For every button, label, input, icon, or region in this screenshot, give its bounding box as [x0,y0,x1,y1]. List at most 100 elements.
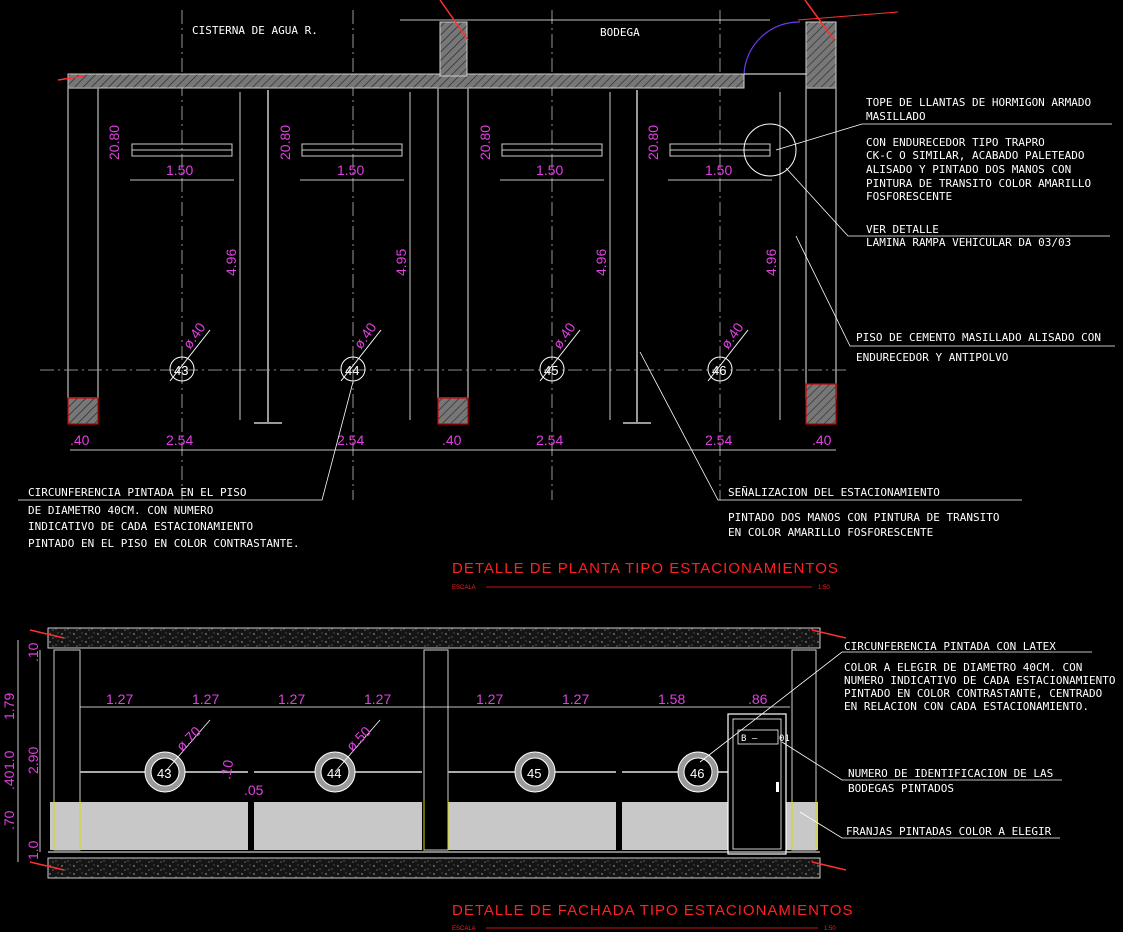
plan-columns [67,87,837,425]
elev-left-dim-2: 1.79 [1,693,17,720]
note-piso-2: ENDURECEDOR Y ANTIPOLVO [856,351,1008,364]
height-dim-1: 20.80 [106,125,122,160]
elevation-title: DETALLE DE FACHADA TIPO ESTACIONAMIENTOS [452,902,853,919]
bay-dim-3: 1.50 [536,162,563,178]
elev-spot-46: 46 [690,766,704,781]
enote-c-1: CIRCUNFERENCIA PINTADA CON LATEX [844,640,1056,653]
enote-n-2: BODEGAS PINTADOS [848,782,954,795]
enote-c-5: EN RELACION CON CADA ESTACIONAMIENTO. [844,700,1089,713]
bottom-dim-4: .40 [442,432,462,448]
length-dim-4: 4.96 [763,249,779,276]
note-circ-1: CIRCUNFERENCIA PINTADA EN EL PISO [28,486,247,499]
plan-diam-1: ø.40 [179,319,208,351]
note-tope-6: PINTURA DE TRANSITO COLOR AMARILLO [866,177,1091,190]
elev-spot-44: 44 [327,766,341,781]
note-tope-1: TOPE DE LLANTAS DE HORMIGON ARMADO [866,96,1091,109]
elev-small-dim-2: .05 [244,782,264,798]
elev-diam-2: ø.50 [343,723,374,754]
bay-dim-4: 1.50 [705,162,732,178]
elev-leaders [699,651,1092,839]
elev-top-dim-1: 1.27 [106,691,133,707]
elev-columns [53,649,817,851]
elev-left-dim-7: 1.0 [25,840,41,860]
room-storage: BODEGA [600,26,640,39]
note-tope-5: ALISADO Y PINTADO DOS MANOS CON [866,163,1071,176]
bottom-dim-7: .40 [812,432,832,448]
bottom-dim-5: 2.54 [536,432,563,448]
wall-stub [439,21,468,77]
plan-notes: TOPE DE LLANTAS DE HORMIGON ARMADO MASIL… [28,96,1101,550]
note-sen-2: PINTADO DOS MANOS CON PINTURA DE TRANSIT… [728,511,1000,524]
note-tope-3: CON ENDURECEDOR TIPO TRAPRO [866,136,1045,149]
enote-n-1: NUMERO DE IDENTIFICACION DE LAS [848,767,1053,780]
elev-left-dim-1: .10 [25,642,41,662]
plan-diam-4: ø.40 [717,319,746,351]
note-tope-4: CK-C O SIMILAR, ACABADO PALETEADO [866,149,1085,162]
elevation-scale-label: ESCALA [452,926,476,932]
enote-c-4: PINTADO EN COLOR CONTRASTANTE, CENTRADO [844,687,1102,700]
door-tag-box [737,729,779,745]
enote-c-3: NUMERO INDICATIVO DE CADA ESTACIONAMIENT… [844,674,1116,687]
bay-dim-lines [70,92,836,451]
elevation-scale-value: 1:50 [824,926,836,932]
note-circ-3: INDICATIVO DE CADA ESTACIONAMIENTO [28,520,253,533]
bottom-dim-3: 2.54 [337,432,364,448]
note-tope-2: MASILLADO [866,110,926,123]
note-circ-2: DE DIAMETRO 40CM. CON NUMERO [28,504,213,517]
bottom-dim-6: 2.54 [705,432,732,448]
storage-door [727,713,787,855]
plan-spot-46: 46 [712,363,726,378]
length-dim-2: 4.95 [393,249,409,276]
wall-stub-right [805,21,837,89]
plan-spot-44: 44 [345,363,359,378]
top-slab [67,73,745,89]
note-ver-1: VER DETALLE [866,223,939,236]
bay-dim-1: 1.50 [166,162,193,178]
elevation-notes: CIRCUNFERENCIA PINTADA CON LATEX COLOR A… [844,640,1116,838]
bottom-dim-2: 2.54 [166,432,193,448]
elev-top-dim-3: 1.27 [278,691,305,707]
elev-small-dim-1: .10 [217,758,236,780]
elevation-view: B — 01 43 44 45 46 ø.70 ø.50 .10 .05 1.2… [1,627,1116,932]
plan-diam-3: ø.40 [549,319,578,351]
plan-spot-circles [169,329,749,382]
door-tag-num: 01 [779,734,790,744]
note-circ-4: PINTADO EN EL PISO EN COLOR CONTRASTANTE… [28,537,300,550]
detail-callout [743,123,797,177]
bottom-dim-1: .40 [70,432,90,448]
plan-title: DETALLE DE PLANTA TIPO ESTACIONAMIENTOS [452,560,839,577]
note-ver-2: LAMINA RAMPA VEHICULAR DA 03/03 [866,236,1071,249]
elev-left-dim-3: 2.90 [25,747,41,774]
elev-top-dim-5: 1.27 [476,691,503,707]
elev-left-dim-4: .40 [1,770,17,790]
height-dim-4: 20.80 [645,125,661,160]
elev-spot-45: 45 [527,766,541,781]
room-cistern: CISTERNA DE AGUA R. [192,24,318,37]
elev-top-dim-6: 1.27 [562,691,589,707]
elev-top-dim-7: 1.58 [658,691,685,707]
plan-leaders [18,123,1115,501]
elev-top-dim-4: 1.27 [364,691,391,707]
elev-left-dim-6: .70 [1,810,17,830]
wheel-stops [131,143,771,157]
painted-stripes [50,802,818,850]
plan-spot-43: 43 [174,363,188,378]
note-piso-1: PISO DE CEMENTO MASILLADO ALISADO CON [856,331,1101,344]
length-dim-3: 4.96 [593,249,609,276]
plan-view: CISTERNA DE AGUA R. BODEGA [18,0,1115,591]
height-dim-2: 20.80 [277,125,293,160]
bay-dim-2: 1.50 [337,162,364,178]
plan-scale-label: ESCALA [452,585,476,591]
elev-spot-43: 43 [157,766,171,781]
enote-f-1: FRANJAS PINTADAS COLOR A ELEGIR [846,825,1052,838]
elev-top-dim-8: .86 [748,691,768,707]
door-tag: B — [741,734,758,744]
plan-diam-2: ø.40 [350,319,379,351]
plan-scale-value: 1:50 [818,585,830,591]
elev-top-dim-2: 1.27 [192,691,219,707]
note-tope-7: FOSFORESCENTE [866,190,952,203]
elev-bottom-slab [47,857,821,879]
plan-spot-45: 45 [544,363,558,378]
elev-diam-1: ø.70 [173,723,204,754]
